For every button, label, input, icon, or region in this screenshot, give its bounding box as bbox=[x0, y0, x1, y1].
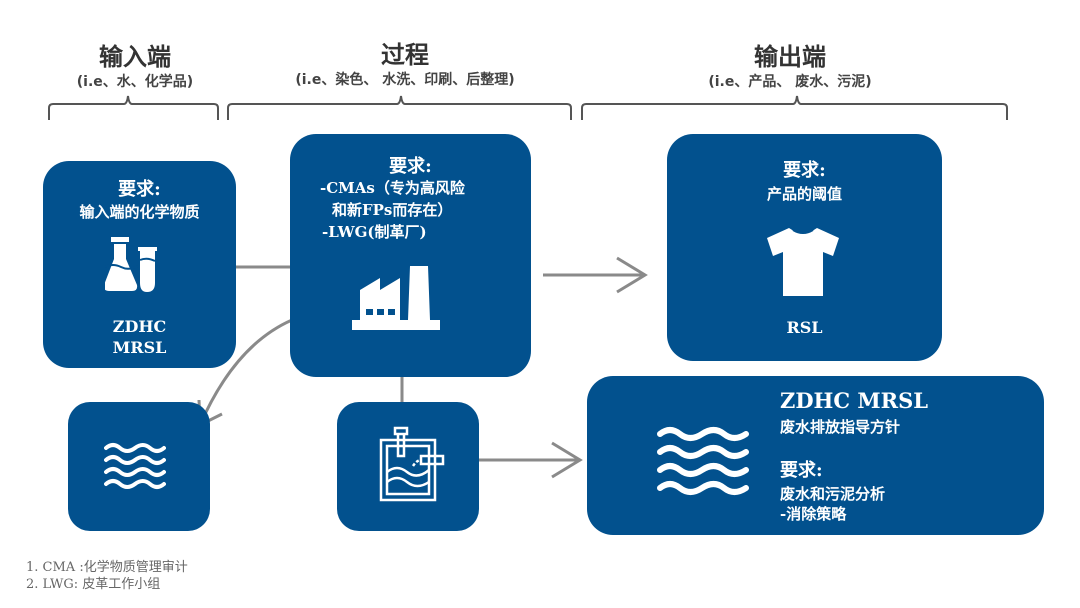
process-item-3: -LWG(制革厂) bbox=[322, 223, 427, 241]
bracket-input bbox=[48, 95, 219, 120]
wastewater-box: ZDHC MRSL 废水排放指导方针 要求: 废水和污泥分析 -消除策略 bbox=[587, 376, 1044, 535]
process-item-1: -CMAs（专为高风险 bbox=[320, 179, 465, 197]
lab-flask-icon bbox=[105, 237, 157, 292]
input-chemicals-box: 要求: 输入端的化学物质 ZDHC MRSL bbox=[43, 161, 236, 368]
input-req-label: 要求: bbox=[118, 179, 161, 200]
bracket-process bbox=[227, 95, 572, 120]
water-box bbox=[68, 402, 210, 531]
factory-icon bbox=[352, 266, 440, 330]
wastewater-item-2: -消除策略 bbox=[780, 505, 847, 523]
footnote-1: 1. CMA :化学物质管理审计 bbox=[26, 560, 188, 575]
input-zdhc-label: ZDHC bbox=[112, 317, 167, 336]
header-process-subtitle: (i.e、染色、 水洗、印刷、后整理) bbox=[295, 72, 515, 88]
wastewater-title: ZDHC MRSL bbox=[780, 388, 929, 413]
header-input: 输入端 (i.e、水、化学品) bbox=[40, 42, 230, 92]
header-output: 输出端 (i.e、产品、 废水、污泥) bbox=[640, 42, 940, 92]
footnote-2: 2. LWG: 皮革工作小组 bbox=[26, 577, 161, 592]
header-input-title: 输入端 bbox=[99, 43, 171, 71]
footnotes: 1. CMA :化学物质管理审计 2. LWG: 皮革工作小组 bbox=[26, 559, 188, 593]
input-mrsl-label: MRSL bbox=[112, 338, 167, 357]
arrow-process-to-product bbox=[543, 256, 648, 294]
header-process-title: 过程 bbox=[381, 41, 429, 69]
arrow-treatment-to-wastewater bbox=[478, 441, 583, 479]
product-box: 要求: 产品的阈值 RSL bbox=[667, 134, 942, 361]
water-waves-icon bbox=[104, 443, 166, 489]
wastewater-subtitle: 废水排放指导方针 bbox=[780, 418, 901, 436]
process-req-label: 要求: bbox=[389, 156, 432, 177]
product-req-text: 产品的阈值 bbox=[766, 185, 842, 203]
process-item-2: 和新FPs而存在） bbox=[332, 201, 453, 219]
t-shirt-icon bbox=[767, 228, 839, 296]
header-output-subtitle: (i.e、产品、 废水、污泥) bbox=[708, 74, 872, 90]
wastewater-tank-icon bbox=[379, 426, 445, 502]
header-input-subtitle: (i.e、水、化学品) bbox=[76, 74, 194, 90]
input-req-text: 输入端的化学物质 bbox=[79, 203, 200, 221]
treatment-box bbox=[337, 402, 479, 531]
process-box: 要求: -CMAs（专为高风险 和新FPs而存在） -LWG(制革厂) bbox=[290, 134, 531, 377]
bracket-output bbox=[581, 95, 1008, 120]
header-process: 过程 (i.e、染色、 水洗、印刷、后整理) bbox=[230, 40, 580, 90]
water-waves-icon bbox=[657, 427, 749, 495]
rsl-label: RSL bbox=[786, 318, 823, 337]
wastewater-req-label: 要求: bbox=[780, 460, 823, 481]
header-output-title: 输出端 bbox=[754, 43, 826, 71]
product-req-label: 要求: bbox=[783, 160, 826, 181]
wastewater-item-1: 废水和污泥分析 bbox=[780, 485, 886, 503]
